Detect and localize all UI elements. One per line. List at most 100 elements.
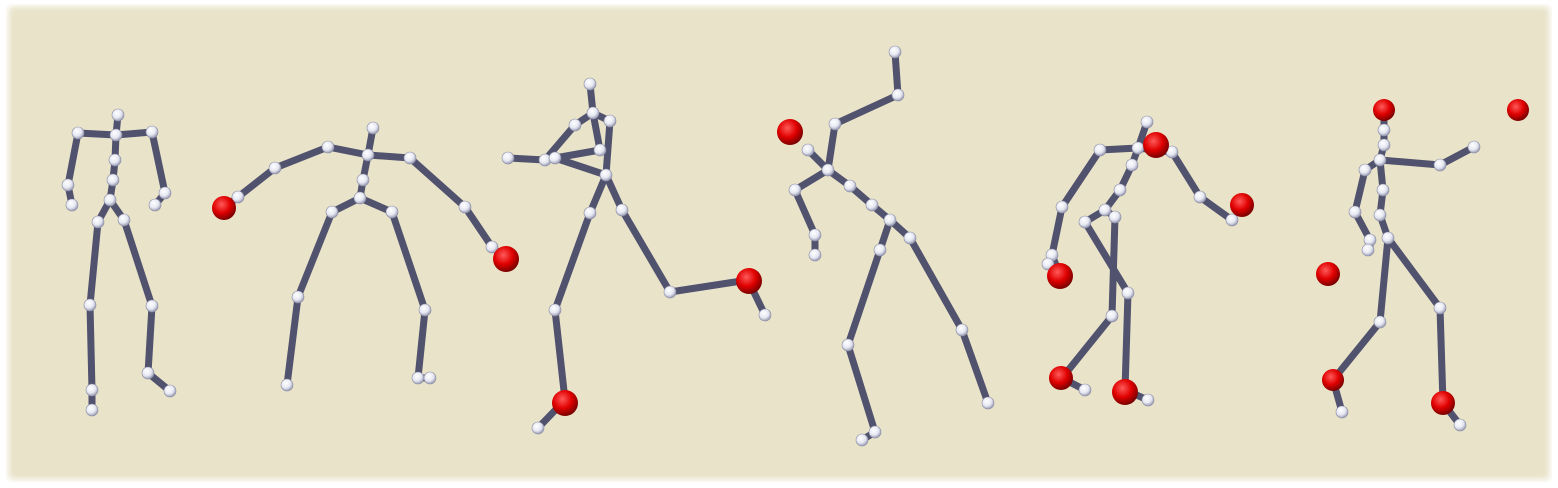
bone-segment bbox=[844, 246, 884, 349]
bone-segment bbox=[1376, 234, 1392, 326]
highlighted-joint-marker bbox=[1507, 99, 1529, 121]
joint-marker bbox=[158, 186, 172, 200]
joint-marker bbox=[801, 143, 815, 157]
joint-marker bbox=[145, 299, 159, 313]
joint-marker bbox=[883, 213, 897, 227]
joint-marker bbox=[758, 308, 772, 322]
joint-marker bbox=[1125, 158, 1139, 172]
joint-marker bbox=[1376, 183, 1390, 197]
joint-marker bbox=[1121, 286, 1135, 300]
bone-segment bbox=[1436, 143, 1478, 169]
highlighted-joint-marker bbox=[1230, 193, 1254, 217]
joint-marker bbox=[353, 191, 367, 205]
bone-segment bbox=[791, 186, 819, 239]
bone-segment bbox=[1436, 304, 1447, 407]
joint-marker bbox=[1453, 418, 1467, 432]
bone-segment bbox=[1048, 203, 1066, 259]
joint-marker bbox=[1098, 203, 1112, 217]
skeleton-figure-3 bbox=[501, 77, 772, 435]
joint-marker bbox=[599, 168, 613, 182]
joint-marker bbox=[981, 396, 995, 410]
joint-marker bbox=[71, 126, 85, 140]
joint-marker bbox=[458, 200, 472, 214]
bone-segment bbox=[844, 341, 879, 436]
joint-marker bbox=[603, 114, 617, 128]
bone-segment bbox=[74, 129, 120, 139]
joint-marker bbox=[808, 248, 822, 262]
joint-marker bbox=[1358, 163, 1372, 177]
joint-marker bbox=[1377, 138, 1391, 152]
bone-segment bbox=[666, 276, 752, 296]
bone-segment bbox=[1096, 144, 1142, 154]
joint-marker bbox=[1373, 153, 1387, 167]
joint-marker bbox=[117, 213, 131, 227]
joint-marker bbox=[1113, 183, 1127, 197]
joint-marker bbox=[163, 384, 177, 398]
highlighted-joint-marker bbox=[1316, 262, 1340, 286]
highlighted-joint-marker bbox=[493, 246, 519, 272]
bone-segment bbox=[364, 151, 414, 162]
joint-marker bbox=[361, 148, 375, 162]
joint-marker bbox=[873, 243, 887, 257]
bone-segment bbox=[414, 306, 429, 382]
joint-marker bbox=[1131, 141, 1145, 155]
joint-marker bbox=[1141, 393, 1155, 407]
joint-marker bbox=[325, 205, 339, 219]
joint-marker bbox=[321, 140, 335, 154]
bone-segment bbox=[1108, 213, 1119, 320]
joint-marker bbox=[1225, 213, 1239, 227]
highlighted-joint-marker bbox=[1049, 366, 1073, 390]
joint-marker bbox=[1433, 301, 1447, 315]
bone-segment bbox=[144, 302, 156, 377]
skeleton-figure-6 bbox=[1316, 99, 1529, 432]
highlighted-joint-marker bbox=[1047, 263, 1073, 289]
joint-marker bbox=[1361, 243, 1375, 257]
joint-marker bbox=[356, 173, 370, 187]
bone-segment bbox=[1376, 156, 1444, 169]
joint-marker bbox=[1093, 143, 1107, 157]
joint-marker bbox=[111, 108, 125, 122]
joint-marker bbox=[583, 77, 597, 91]
joint-marker bbox=[366, 121, 380, 135]
joint-marker bbox=[141, 366, 155, 380]
joint-marker bbox=[423, 371, 437, 385]
bone-segment bbox=[824, 120, 839, 174]
bone-segment bbox=[86, 301, 96, 394]
joint-marker bbox=[808, 228, 822, 242]
joint-marker bbox=[1348, 205, 1362, 219]
bone-segment bbox=[541, 121, 579, 164]
bone-segment bbox=[234, 164, 279, 201]
joint-marker bbox=[593, 143, 607, 157]
bone-segment bbox=[891, 48, 902, 99]
joint-marker bbox=[548, 303, 562, 317]
bone-segment bbox=[1058, 146, 1104, 211]
joint-marker bbox=[828, 117, 842, 131]
bone-segment bbox=[388, 208, 429, 314]
joint-marker bbox=[788, 183, 802, 197]
bone-segment bbox=[906, 234, 966, 334]
bone-segment bbox=[791, 166, 832, 194]
joint-marker bbox=[291, 290, 305, 304]
joint-marker bbox=[268, 161, 282, 175]
bone-segment bbox=[1058, 312, 1116, 382]
skeleton-figure-5 bbox=[1041, 115, 1254, 407]
bone-segment bbox=[586, 171, 610, 217]
bone-segment bbox=[64, 129, 82, 189]
joint-marker bbox=[231, 190, 245, 204]
joint-marker bbox=[583, 206, 597, 220]
joint-marker bbox=[1381, 231, 1395, 245]
bone-segment bbox=[1081, 218, 1132, 297]
highlighted-joint-marker bbox=[1322, 369, 1344, 391]
joint-marker bbox=[865, 198, 879, 212]
joint-marker bbox=[586, 106, 600, 120]
joint-marker bbox=[888, 45, 902, 59]
bone-segment bbox=[461, 203, 496, 251]
joint-marker bbox=[1467, 140, 1481, 154]
joint-marker bbox=[548, 151, 562, 165]
joint-marker bbox=[83, 298, 97, 312]
joint-marker bbox=[91, 215, 105, 229]
bone-segment bbox=[1196, 193, 1236, 224]
joint-marker bbox=[1055, 200, 1069, 214]
